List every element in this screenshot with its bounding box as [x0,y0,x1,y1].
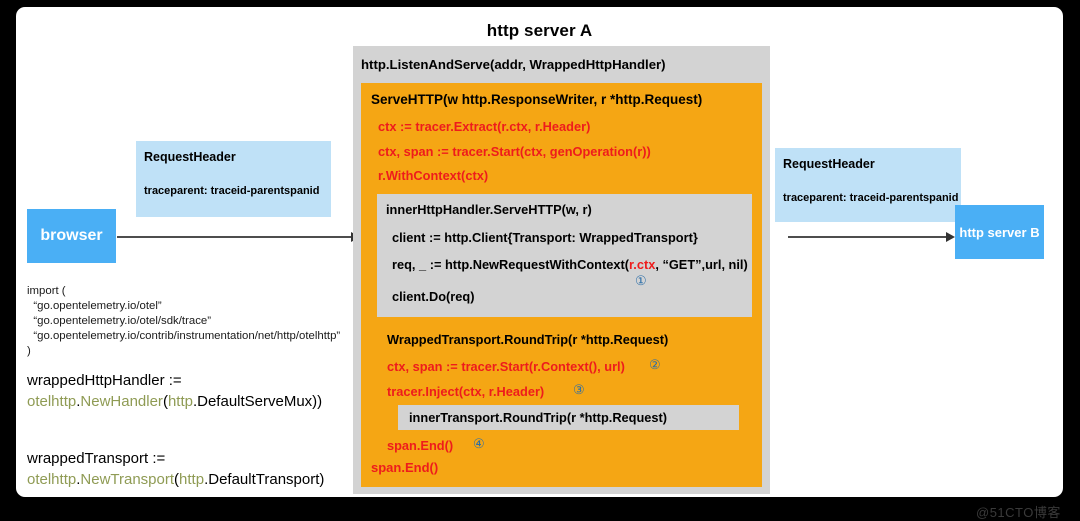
inner-http-handler-box: innerHttpHandler.ServeHTTP(w, r) client … [377,194,752,317]
decl1-function: NewHandler [80,393,163,410]
serve-http-line-withcontext: r.WithContext(ctx) [378,168,489,183]
decl1-open-paren: ( [162,393,168,410]
newrequest-prefix: req, _ := http.NewRequestWithContext( [392,257,629,272]
node-http-server-b-label: http server B [959,224,1040,240]
inner-handler-line-newrequest: req, _ := http.NewRequestWithContext(r.c… [392,257,748,272]
decl2-package: otelhttp [27,471,77,488]
node-browser-label: browser [40,227,103,244]
marker-4: ④ [473,436,485,451]
inner-handler-line-client: client := http.Client{Transport: Wrapped… [392,230,698,245]
decl1-dot: . [76,393,81,410]
wrapped-transport-decl: wrappedTransport := otelhttp.NewTranspor… [27,448,324,490]
marker-3: ③ [573,382,585,397]
serve-http-line-extract: ctx := tracer.Extract(r.ctx, r.Header) [378,119,591,134]
wrapped-transport-line-start: ctx, span := tracer.Start(r.Context(), u… [387,359,625,374]
wrapped-transport-box: WrappedTransport.RoundTrip(r *http.Reque… [377,324,752,454]
decl1-package: otelhttp [27,393,77,410]
node-http-server-b: http server B [955,205,1044,259]
listen-and-serve-title: http.ListenAndServe(addr, WrappedHttpHan… [361,57,666,72]
watermark: @51CTO博客 [976,505,1061,520]
inner-http-handler-title: innerHttpHandler.ServeHTTP(w, r) [386,202,592,217]
serve-http-box: ServeHTTP(w http.ResponseWriter, r *http… [361,83,762,487]
inner-transport-box: innerTransport.RoundTrip(r *http.Request… [398,405,739,430]
decl1-name: wrappedHttpHandler := [27,372,182,389]
page-title: http server A [486,21,593,40]
node-browser: browser [27,209,116,263]
listen-and-serve-box: http.ListenAndServe(addr, WrappedHttpHan… [353,46,770,494]
wrapped-transport-line-inject: tracer.Inject(ctx, r.Header) [387,384,545,399]
wrapped-transport-line-spanend: span.End() [387,438,454,453]
wrapped-transport-title: WrappedTransport.RoundTrip(r *http.Reque… [387,332,669,347]
serve-http-span-end: span.End() [371,460,439,475]
marker-2: ② [649,357,661,372]
decl2-arg-package: http [179,471,205,488]
arrow-browser-to-server-a [117,236,353,238]
newrequest-ctx-arg: r.ctx [629,257,656,272]
decl1-arg-rest: .DefaultServeMux)) [192,393,323,410]
request-header-right-traceparent: traceparent: traceid-parentspanid [783,192,959,204]
marker-1: ① [635,273,647,288]
decl2-arg-rest: .DefaultTransport) [204,471,325,488]
wrapped-http-handler-decl: wrappedHttpHandler := otelhttp.NewHandle… [27,370,322,412]
request-header-right-title: RequestHeader [783,157,875,171]
decl2-function: NewTransport [80,471,175,488]
inner-transport-title: innerTransport.RoundTrip(r *http.Request… [409,410,668,425]
arrow-server-a-to-server-b [788,236,947,238]
request-header-right: RequestHeader traceparent: traceid-paren… [775,148,961,222]
arrow-server-a-to-server-b-head [946,232,955,242]
serve-http-line-start: ctx, span := tracer.Start(ctx, genOperat… [378,144,651,159]
decl2-name: wrappedTransport := [27,450,166,467]
request-header-left: RequestHeader traceparent: traceid-paren… [136,141,331,217]
import-block: import ( “go.opentelemetry.io/otel” “go.… [27,285,341,357]
request-header-left-traceparent: traceparent: traceid-parentspanid [144,185,320,197]
diagram-canvas: http server A browser RequestHeader trac… [16,7,1063,520]
decl1-arg-package: http [167,393,193,410]
newrequest-suffix: , “GET”,url, nil) [655,257,748,272]
inner-handler-line-clientdo: client.Do(req) [392,289,475,304]
request-header-left-title: RequestHeader [144,150,236,164]
decl2-dot: . [76,471,81,488]
serve-http-title: ServeHTTP(w http.ResponseWriter, r *http… [371,92,703,107]
decl2-open-paren: ( [174,471,180,488]
